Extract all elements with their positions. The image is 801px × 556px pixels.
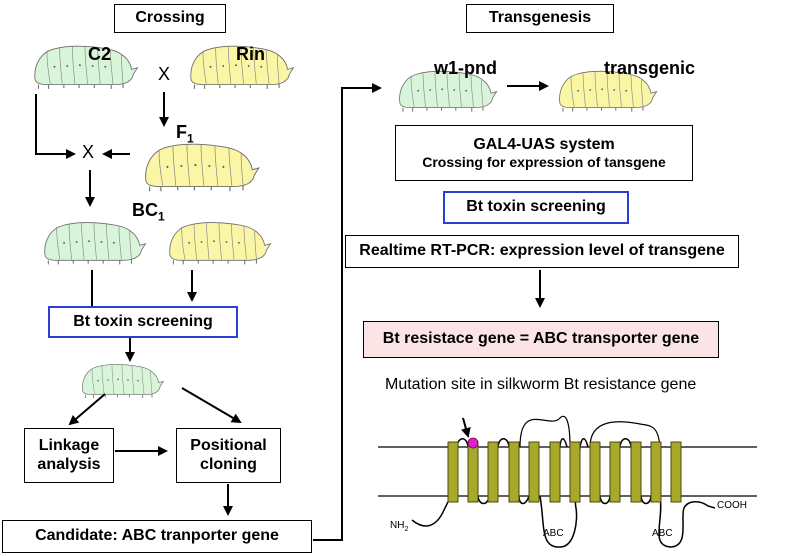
mutation-site-dot bbox=[467, 437, 479, 449]
cross-symbol-backcross: X bbox=[82, 142, 95, 162]
candidate-box: Candidate: ABC tranporter gene bbox=[2, 520, 312, 553]
bt-toxin-screening-left: Bt toxin screening bbox=[48, 306, 238, 338]
label-bc1: BC1 bbox=[132, 200, 165, 224]
membrane-topology-diagram bbox=[378, 415, 757, 548]
label-c2: C2 bbox=[88, 44, 112, 64]
larva-selected bbox=[81, 363, 164, 399]
abc-domain-2-label: ABC bbox=[652, 528, 673, 539]
crossing-header: Crossing bbox=[114, 4, 226, 33]
cross-symbol-parents: X bbox=[158, 64, 171, 84]
nh2-label: NH2 bbox=[390, 520, 409, 533]
label-w1-pnd: w1-pnd bbox=[434, 58, 497, 78]
label-f1: F1 bbox=[176, 122, 194, 146]
larva-c2 bbox=[34, 45, 138, 90]
label-transgenic: transgenic bbox=[604, 58, 696, 78]
label-rin: Rin bbox=[236, 44, 265, 64]
gal4-uas-box: GAL4-UAS system Crossing for expression … bbox=[395, 125, 693, 181]
larva-bc1-yellow bbox=[169, 222, 272, 265]
bt-toxin-screening-right: Bt toxin screening bbox=[443, 191, 629, 224]
result-box: Bt resistace gene = ABC transporter gene bbox=[363, 321, 719, 358]
larva-bc1-green bbox=[44, 222, 147, 265]
cooh-label: COOH bbox=[717, 500, 747, 511]
transgenesis-header: Transgenesis bbox=[466, 4, 614, 33]
realtime-rtpcr-box: Realtime RT-PCR: expression level of tra… bbox=[345, 235, 739, 268]
mutation-site-label: Mutation site in silkworm Bt resistance … bbox=[385, 376, 697, 393]
larva-f1 bbox=[145, 143, 260, 192]
abc-domain-1-label: ABC bbox=[543, 528, 564, 539]
